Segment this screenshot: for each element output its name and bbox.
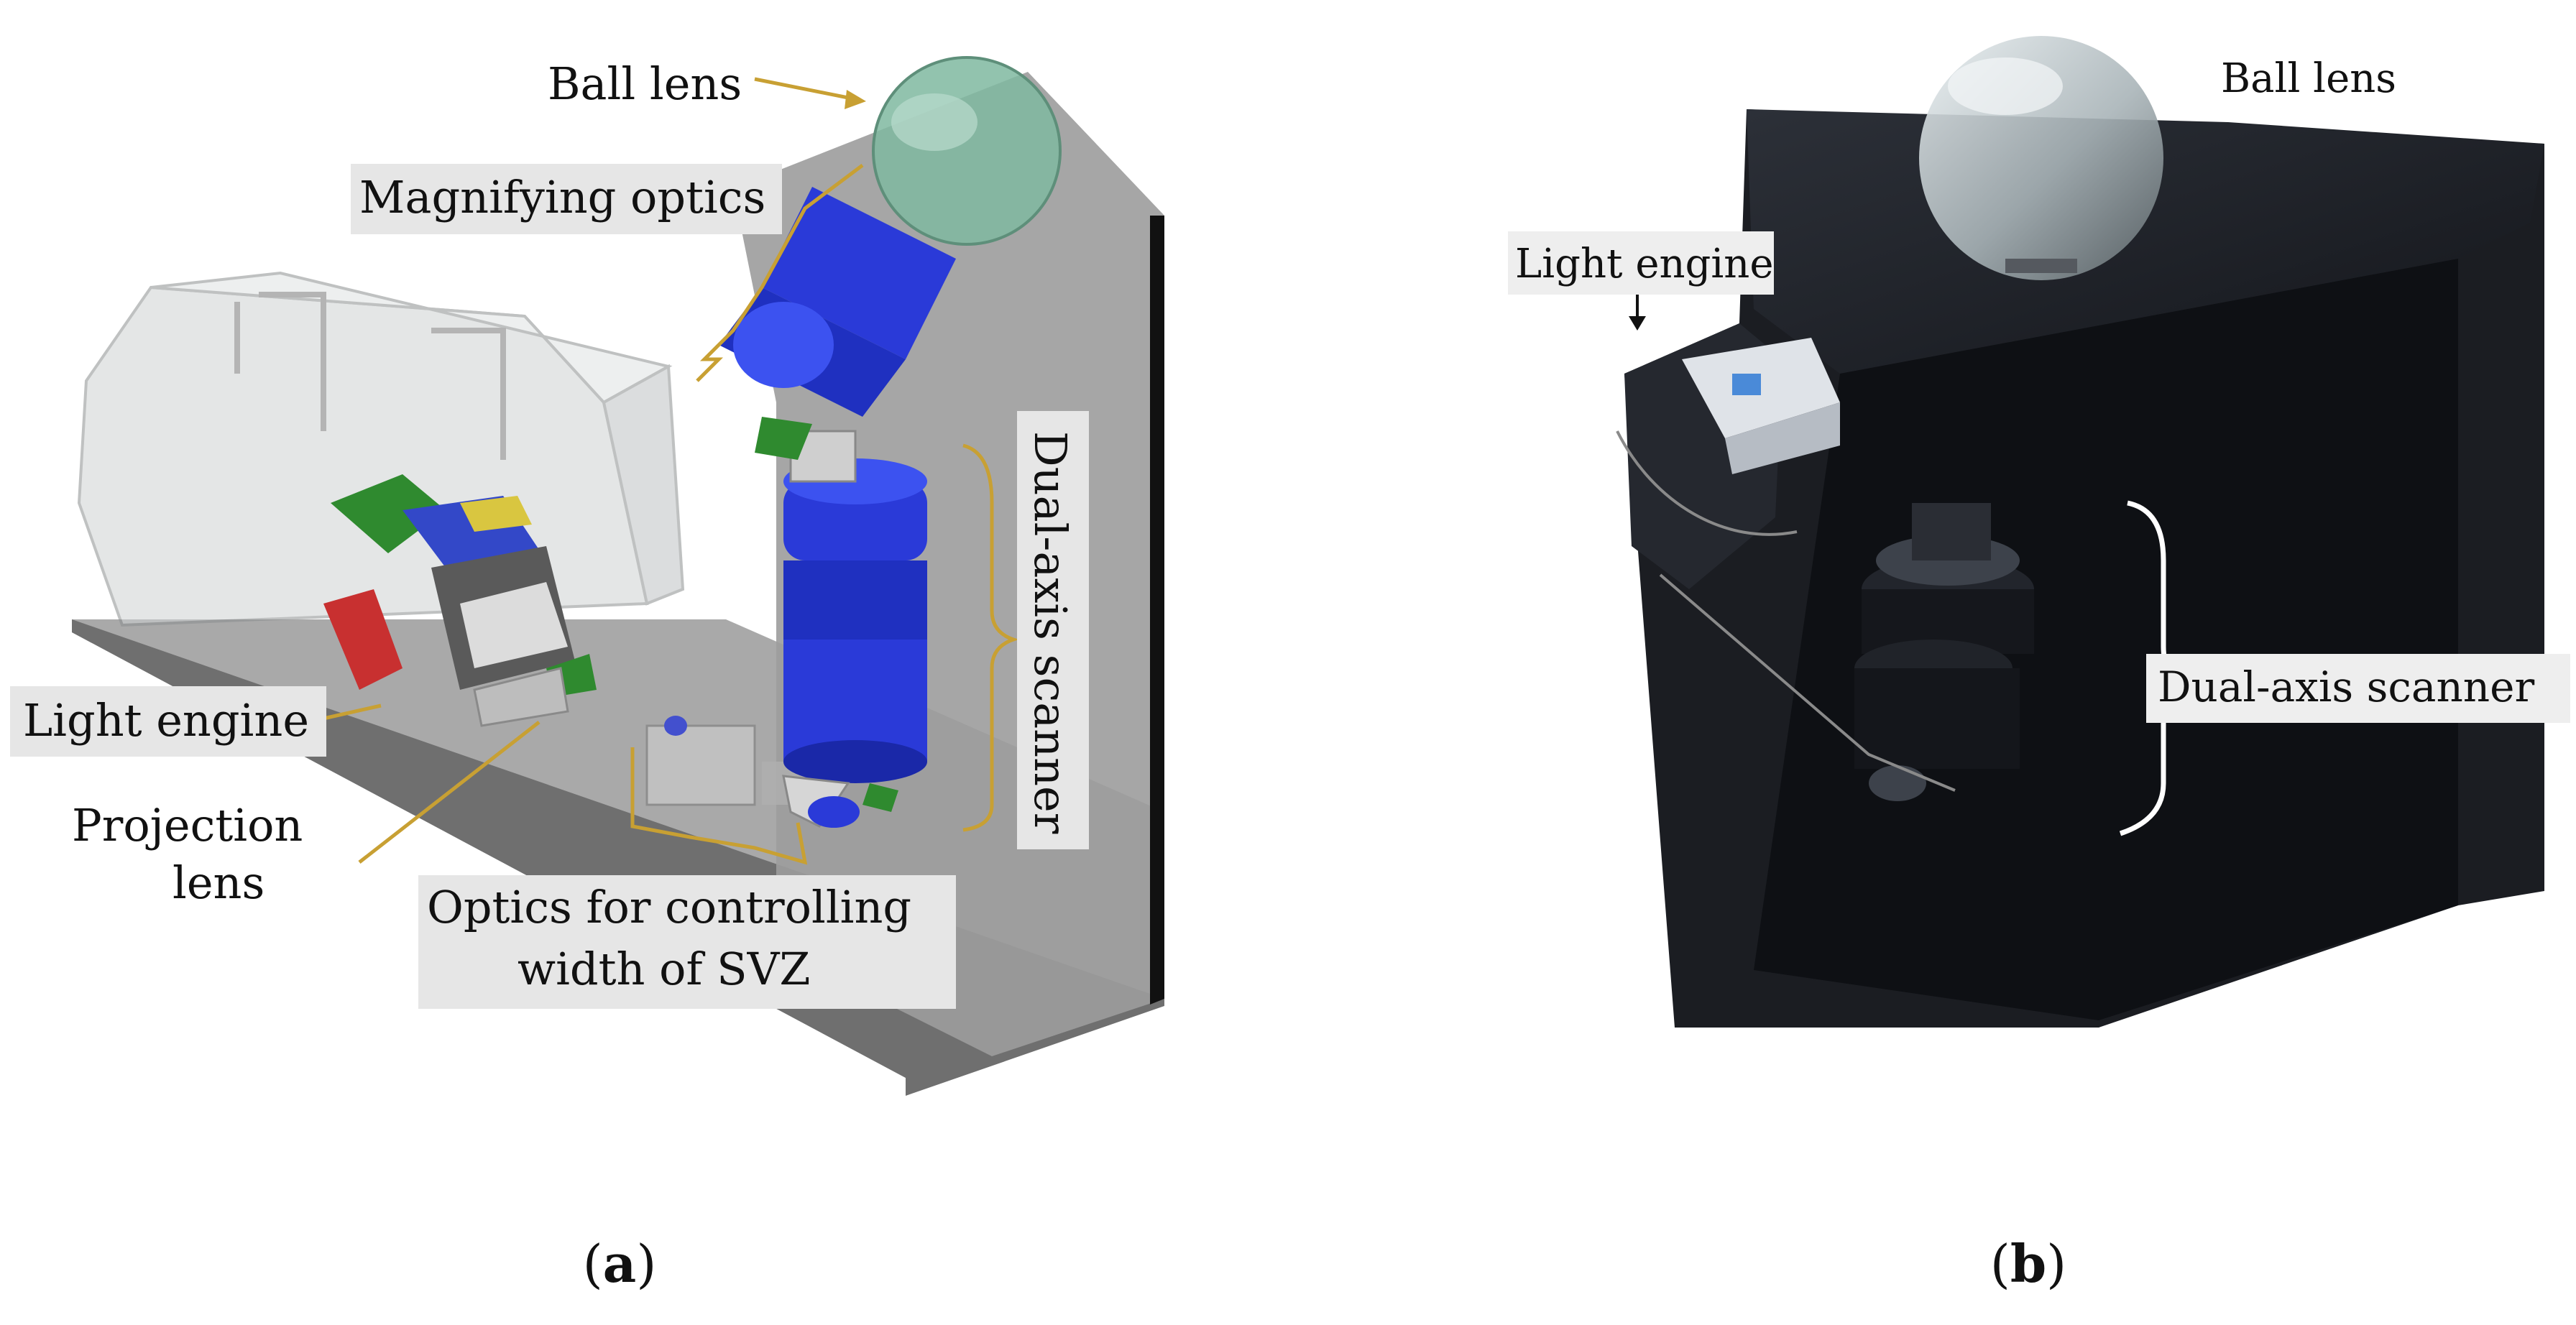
- label-svz-2: width of SVZ: [518, 943, 810, 995]
- magnifying-optics-brace: [696, 164, 864, 382]
- label-bg-dual-axis-scanner-b: [2146, 654, 2570, 723]
- labels-a: Ball lens Magnifying optics Dual-axis sc…: [10, 57, 1089, 1009]
- leader-lines-a: [323, 77, 1019, 865]
- label-bg-light-engine-a: [10, 686, 326, 757]
- scanner-lens-stack: [782, 430, 927, 828]
- label-ball-lens-b: Ball lens: [2221, 55, 2396, 102]
- label-bg-magnifying-optics: [351, 164, 782, 234]
- projection-lens: [473, 667, 569, 727]
- light-engine-photo: [1616, 323, 1956, 792]
- label-light-engine-a: Light engine: [23, 694, 309, 747]
- label-projection-1: Projection: [72, 799, 303, 851]
- labels-b: Ball lens Light engine Dual-axis scanner: [1508, 55, 2570, 723]
- scanner-brace: [962, 443, 1019, 832]
- projection-lens-arrow: [358, 721, 540, 864]
- label-bg-svz: [418, 875, 956, 1009]
- ball-lens-arrow: [754, 77, 856, 101]
- label-ball-lens-a: Ball lens: [548, 57, 742, 110]
- label-magnifying-optics: Magnifying optics: [359, 171, 765, 223]
- light-engine-arrow: [323, 703, 382, 721]
- caption-b: (b): [1990, 1233, 2067, 1294]
- label-dual-axis-scanner-a: Dual-axis scanner: [1024, 431, 1077, 834]
- label-bg-light-engine-b: [1508, 231, 1774, 295]
- light-engine-enclosure: [77, 271, 685, 627]
- scanner-stages-photo: [1854, 503, 2034, 801]
- label-projection-2: lens: [172, 857, 264, 909]
- light-engine-arrow-b: [1629, 291, 1646, 331]
- ball-lens-3d: [872, 56, 1062, 246]
- panel-a-illustration: Ball lens Magnifying optics Dual-axis sc…: [10, 56, 1164, 1294]
- label-bg-dual-axis-scanner-a: [1017, 411, 1089, 849]
- label-light-engine-b: Light engine: [1515, 241, 1774, 287]
- light-engine-internals: [323, 474, 597, 697]
- caption-a: (a): [583, 1233, 657, 1294]
- label-dual-axis-scanner-b: Dual-axis scanner: [2158, 662, 2534, 711]
- svz-optics: [645, 716, 805, 806]
- magnifying-optics-stack: [719, 187, 956, 460]
- cabinet-cavity: [1754, 259, 2458, 1020]
- svz-brace: [630, 747, 808, 865]
- ball-lens-arrowhead: [845, 90, 866, 109]
- vertical-wall-edge: [1150, 216, 1164, 1005]
- label-svz-1: Optics for controlling: [427, 881, 911, 933]
- panel-b-photo: Ball lens Light engine Dual-axis scanner…: [1508, 36, 2570, 1294]
- ball-lens-photo: [1919, 36, 2163, 280]
